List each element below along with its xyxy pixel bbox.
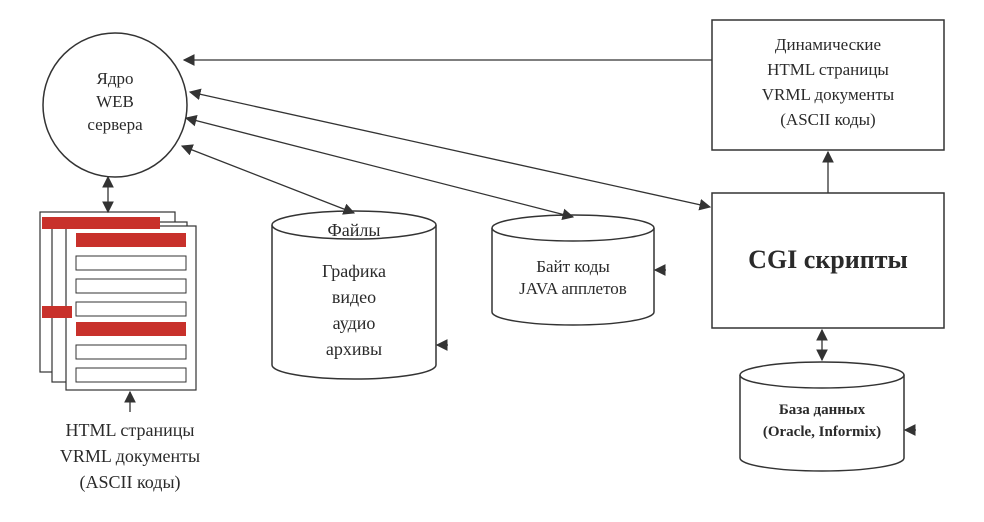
files-title: Файлы <box>328 220 381 240</box>
database-line-1: База данных <box>779 402 866 418</box>
arrow-server-bytecode <box>184 114 575 221</box>
arrow-server-files <box>180 144 356 215</box>
html-documents-stack <box>39 211 197 391</box>
caption-line-3: (ASCII коды) <box>79 472 180 493</box>
connectors <box>102 54 916 436</box>
server-line-1: Ядро <box>97 69 134 88</box>
bytecode-line-2: JAVA апплетов <box>519 279 627 298</box>
database-line-2: (Oracle, Informix) <box>763 424 881 440</box>
server-line-2: WEB <box>96 92 134 111</box>
cgi-label: CGI скрипты <box>748 245 908 274</box>
cgi-scripts-box: CGI скрипты <box>711 192 945 329</box>
caption-line-1: HTML страницы <box>66 420 195 440</box>
arrow-server-cgi <box>188 88 712 211</box>
bytecode-cylinder: Байт коды JAVA апплетов <box>491 214 655 326</box>
dynamic-line-1: Динамические <box>775 35 881 54</box>
doc-back-red-bar-1 <box>42 217 160 229</box>
files-line-4: архивы <box>326 339 382 359</box>
html-docs-caption: HTML страницы VRML документы (ASCII коды… <box>60 420 200 493</box>
bytecode-line-1: Байт коды <box>536 257 610 276</box>
dynamic-line-3: VRML документы <box>762 85 895 104</box>
server-line-3: сервера <box>87 115 143 134</box>
doc-red-bar-1 <box>76 233 186 247</box>
web-server-core: Ядро WEB сервера <box>42 32 188 178</box>
caption-line-2: VRML документы <box>60 446 200 466</box>
files-cylinder: Файлы Графика видео аудио архивы <box>271 210 437 380</box>
dynamic-line-4: (ASCII коды) <box>780 110 875 129</box>
files-line-3: аудио <box>333 313 376 333</box>
doc-back-red-bar-2 <box>42 306 72 318</box>
files-line-1: Графика <box>322 261 386 281</box>
dynamic-pages-box: Динамические HTML страницы VRML документ… <box>711 19 945 151</box>
dynamic-line-2: HTML страницы <box>767 60 889 79</box>
database-cylinder: База данных (Oracle, Informix) <box>739 361 905 472</box>
files-line-2: видео <box>332 287 376 307</box>
doc-red-bar-2 <box>76 322 186 336</box>
